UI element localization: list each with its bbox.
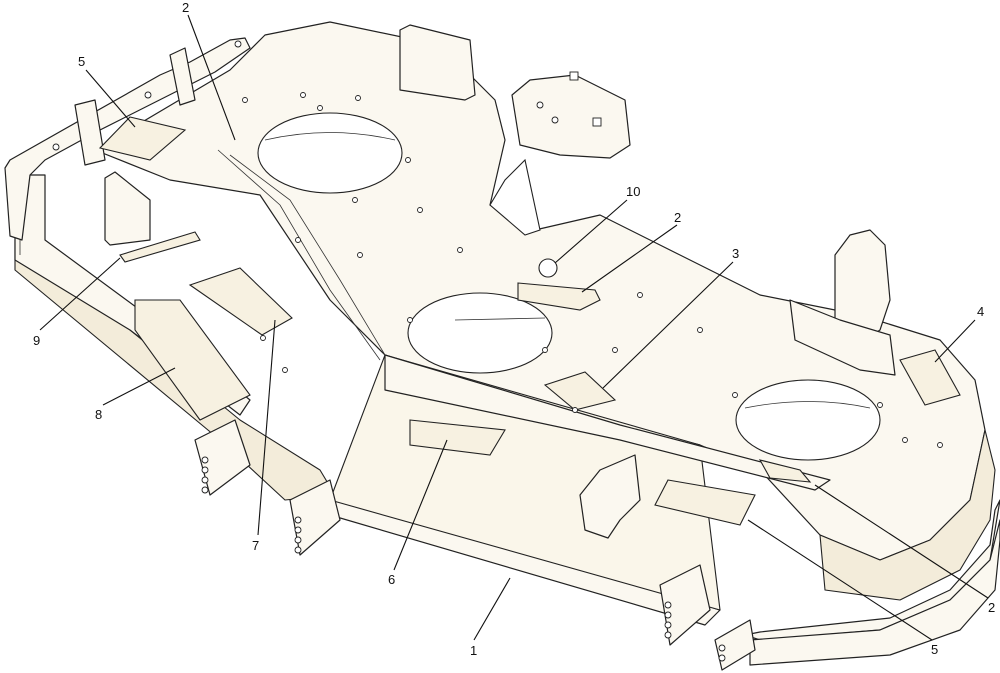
decal-6	[409, 419, 506, 456]
item-10-grommet	[538, 258, 558, 278]
decal-5-rear	[98, 116, 187, 161]
center-front-bracket	[579, 454, 641, 539]
right-bracket-base	[789, 299, 896, 376]
center-spindle-opening	[407, 292, 553, 374]
deck-holes	[242, 92, 943, 448]
decal-7	[188, 267, 293, 336]
front-hanger-center	[289, 479, 341, 556]
callout-1: 1	[470, 643, 477, 658]
side-bracket	[104, 171, 151, 246]
callout-6: 6	[388, 572, 395, 587]
callout-3: 3	[732, 246, 739, 261]
decal-4	[899, 349, 961, 406]
callout-5-front: 5	[931, 642, 938, 657]
callout-7: 7	[252, 538, 259, 553]
front-hanger-far-right	[714, 619, 756, 671]
front-skirt	[329, 354, 721, 611]
callout-8: 8	[95, 407, 102, 422]
callout-10: 10	[626, 184, 640, 199]
rear-bracket-center	[169, 47, 196, 106]
callout-5-rear: 5	[78, 54, 85, 69]
right-spindle-opening	[735, 379, 881, 461]
decal-5-front	[654, 479, 756, 526]
callout-4: 4	[977, 304, 984, 319]
decal-3	[543, 371, 617, 411]
top-bracket-1	[399, 24, 476, 101]
center-cutout	[489, 158, 541, 236]
decal-8	[134, 299, 251, 421]
left-spindle-opening	[257, 112, 403, 194]
callout-2-top: 2	[182, 0, 189, 15]
decal-2-center	[517, 282, 601, 311]
right-skirt	[819, 429, 996, 601]
front-hanger-left	[194, 419, 251, 496]
rear-left-bar	[4, 37, 251, 241]
decal-2-right	[758, 459, 812, 483]
rear-bracket-left	[74, 99, 106, 166]
decal-9	[119, 231, 201, 263]
front-hanger-right	[659, 564, 711, 646]
callout-2-right: 2	[988, 600, 995, 615]
center-channel	[384, 354, 831, 491]
top-bracket-2	[511, 74, 631, 159]
callout-2-center: 2	[674, 210, 681, 225]
callout-9: 9	[33, 333, 40, 348]
